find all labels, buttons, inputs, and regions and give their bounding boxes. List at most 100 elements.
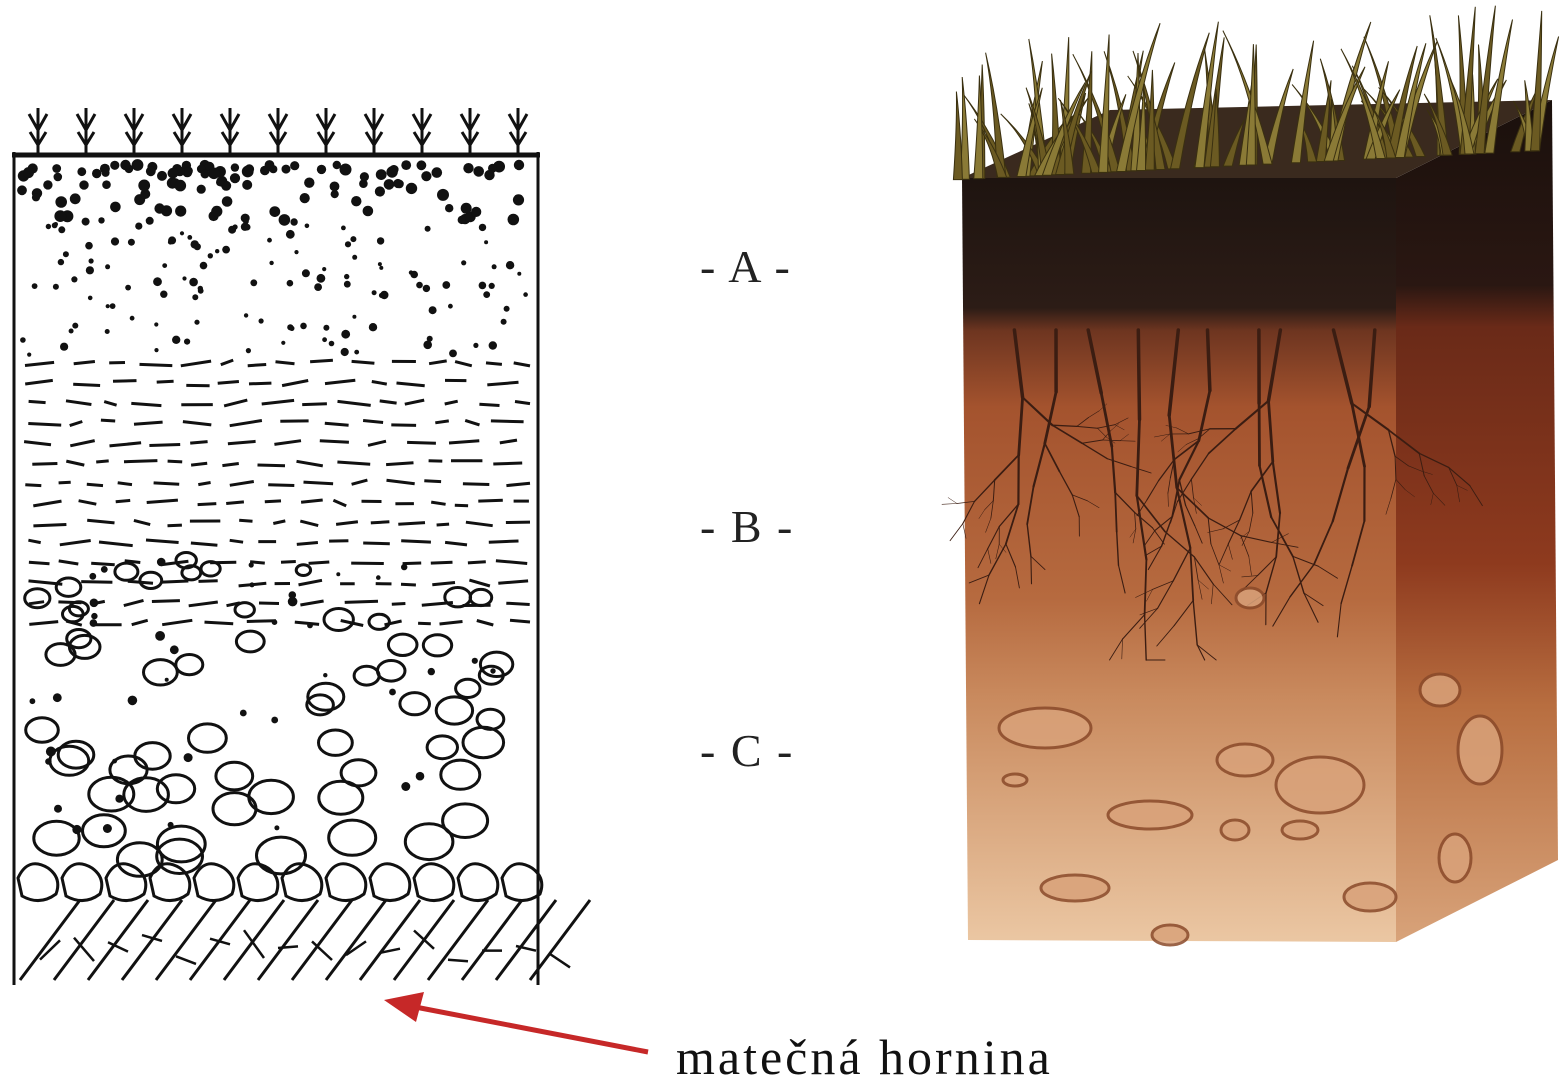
humus-dot <box>70 193 81 204</box>
clay-dash <box>302 404 327 405</box>
humus-dot <box>146 166 156 176</box>
clay-dash <box>131 403 161 405</box>
pebble <box>235 603 254 617</box>
humus-dot <box>88 296 93 301</box>
plant-sprout <box>365 108 383 155</box>
humus-dot <box>423 341 432 350</box>
bedrock-block <box>414 864 454 901</box>
rock-fragment <box>1041 875 1109 901</box>
clay-dash <box>228 441 256 443</box>
clay-dash <box>154 483 180 484</box>
clay-dash <box>79 501 97 505</box>
pebble <box>354 666 379 685</box>
clay-dash <box>33 501 61 506</box>
gravel-dot <box>376 575 381 580</box>
pebble <box>377 661 405 682</box>
clay-dash <box>258 465 286 466</box>
gravel-dot <box>89 573 96 580</box>
humus-dot <box>354 350 359 355</box>
clay-dash <box>66 461 84 465</box>
rock-fragment <box>1003 774 1027 786</box>
humus-dot <box>305 224 310 229</box>
bedrock-crack <box>258 900 318 980</box>
humus-dot <box>175 180 187 192</box>
clay-dash <box>247 621 276 622</box>
bedrock-block <box>18 864 58 901</box>
clay-dash <box>190 442 207 444</box>
clay-dash <box>431 562 453 563</box>
humus-dot <box>501 319 507 325</box>
humus-dot <box>72 323 78 329</box>
clay-dash <box>124 461 157 462</box>
clay-dash <box>301 500 323 502</box>
clay-dash <box>32 464 57 465</box>
humus-dot <box>208 253 213 258</box>
humus-dot <box>85 242 93 250</box>
gravel-dot <box>157 558 166 567</box>
clay-dash <box>230 421 262 426</box>
humus-dot <box>43 180 52 189</box>
humus-dot <box>378 262 382 266</box>
clay-dash <box>199 581 218 582</box>
humus-dot <box>128 239 135 246</box>
humus-dot <box>77 167 86 176</box>
surface-plants <box>29 108 527 155</box>
pebble <box>257 837 306 874</box>
humus-dot <box>55 196 67 208</box>
pebble <box>423 635 451 656</box>
humus-dot <box>194 320 199 325</box>
humus-dot <box>54 173 63 182</box>
pebble <box>388 634 417 655</box>
clay-dash <box>152 601 180 602</box>
pebble-outlines <box>25 553 513 877</box>
humus-dot <box>215 249 219 253</box>
clay-dash <box>486 363 502 365</box>
gravel-dot <box>490 668 495 673</box>
humus-dot <box>197 185 206 194</box>
humus-dot <box>189 278 198 287</box>
clay-dash <box>262 400 294 404</box>
humus-dot <box>230 173 240 183</box>
gravel-dot <box>416 772 425 781</box>
humus-dot <box>79 180 88 189</box>
humus-dot <box>492 264 497 269</box>
humus-dot <box>23 167 34 178</box>
humus-dot <box>54 210 66 222</box>
bedrock-crack <box>360 900 420 980</box>
humus-dot <box>154 348 158 352</box>
clay-dash <box>140 364 173 365</box>
clay-dash <box>274 441 301 445</box>
humus-dot <box>294 250 298 254</box>
humus-dot <box>211 206 222 217</box>
pebble <box>56 578 81 596</box>
gravel-dot <box>170 645 179 654</box>
pebble <box>441 760 480 789</box>
clay-dash <box>479 404 499 405</box>
clay-dash <box>81 582 112 583</box>
clay-dash <box>403 563 422 564</box>
humus-dot <box>449 350 457 358</box>
bedrock-crack <box>292 900 352 980</box>
grass-blade <box>953 92 962 180</box>
humus-dot <box>322 337 327 342</box>
clay-dash <box>372 382 387 385</box>
clay-dash <box>268 485 294 486</box>
humus-dot <box>330 182 340 192</box>
humus-dot <box>244 224 251 231</box>
rock-fragment <box>1152 925 1188 945</box>
humus-dot <box>154 322 158 326</box>
clay-dash <box>218 382 239 384</box>
humus-dot <box>135 223 142 230</box>
clay-dashes <box>24 360 530 625</box>
humus-dot <box>514 160 524 170</box>
humus-dot <box>184 339 190 345</box>
clay-dash <box>189 602 218 606</box>
gravel-dot <box>46 747 56 757</box>
clay-dash <box>466 522 493 526</box>
clay-dash <box>514 363 530 366</box>
bedrock-crack <box>20 900 80 980</box>
humus-dot <box>461 260 466 265</box>
humus-dot <box>175 206 186 217</box>
humus-dot <box>160 291 167 298</box>
humus-dot <box>191 240 199 248</box>
